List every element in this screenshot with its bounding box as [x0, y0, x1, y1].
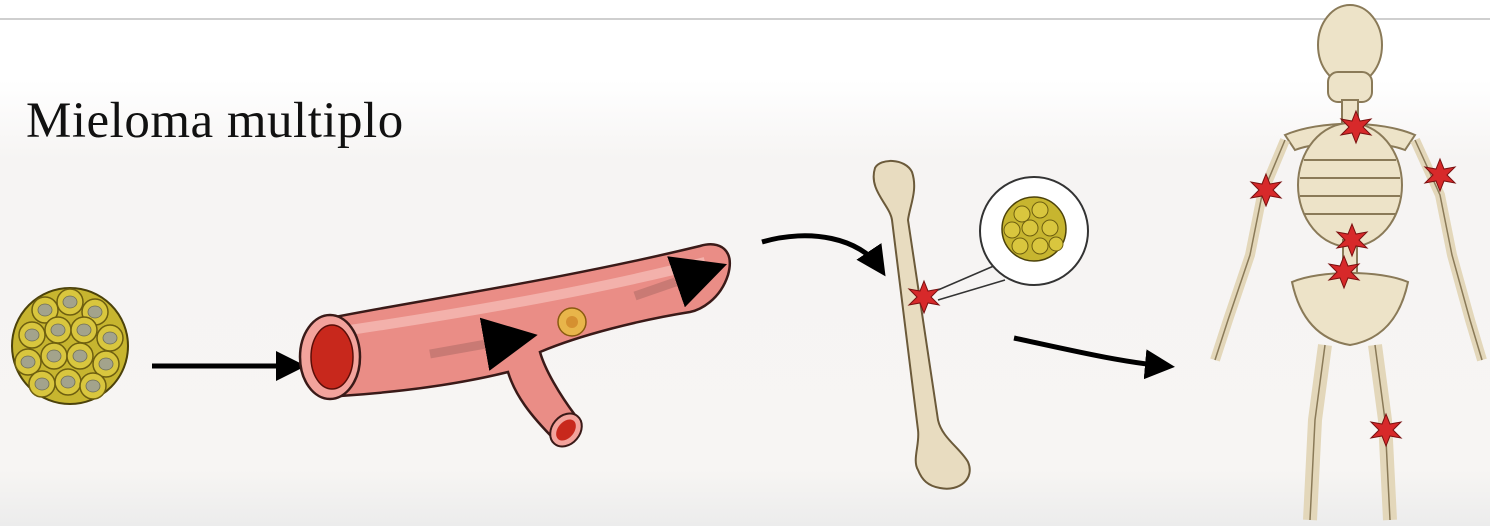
magnified-cell-cluster [1002, 197, 1066, 261]
skeleton-lesions-icon [1215, 5, 1482, 520]
blood-vessel-icon [300, 244, 730, 452]
myeloma-cell-cluster-icon [12, 288, 128, 404]
arrow-to-skeleton [1014, 338, 1165, 366]
arrow-to-bone [762, 236, 880, 268]
bone-lesion-icon [874, 161, 1088, 489]
